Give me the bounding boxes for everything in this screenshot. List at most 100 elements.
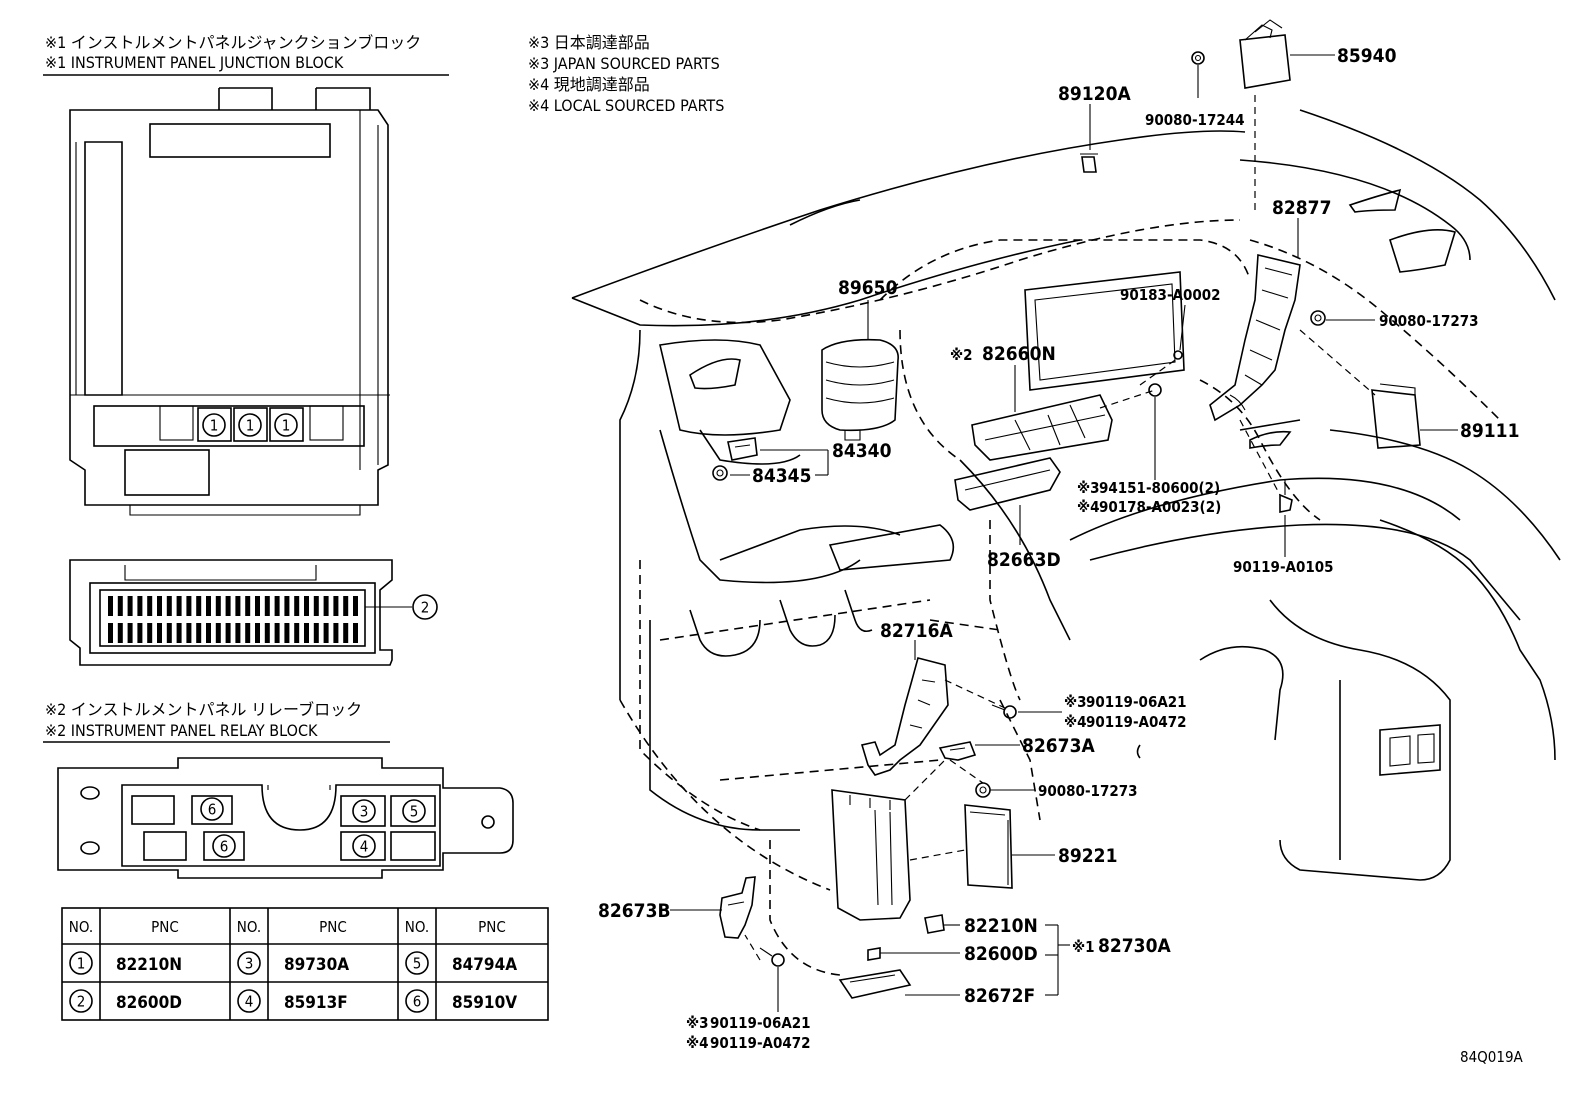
- label-82730A-mark: ※1: [1072, 938, 1095, 956]
- relay-block-title-en: ※2 INSTRUMENT PANEL RELAY BLOCK: [45, 721, 318, 740]
- label-85940: 85940: [1337, 45, 1397, 67]
- small-fasteners: [1148, 310, 1326, 513]
- junction-block-connector-view: 2: [69, 559, 438, 666]
- label-90080-17273-top: 90080-17273: [1379, 312, 1479, 330]
- part-89221-drawing: [964, 804, 1013, 889]
- table-pnc-cell: 84794A: [452, 955, 517, 975]
- table-header-pnc-3: PNC: [478, 918, 506, 936]
- connector-pin: [343, 596, 349, 616]
- connector-pin: [108, 623, 113, 643]
- connector-pin: [147, 596, 153, 616]
- note-japan-jp: ※3 日本調達部品: [528, 33, 650, 52]
- note-japan-en: ※3 JAPAN SOURCED PARTS: [528, 54, 720, 73]
- part-82663D-drawing: [954, 457, 1061, 511]
- label-82663D: 82663D: [987, 549, 1061, 571]
- part-82877-drawing: [1209, 254, 1301, 422]
- part-82673A-drawing: [938, 741, 977, 761]
- connector-pin: [294, 623, 300, 643]
- connector-pin: [353, 623, 358, 643]
- table-pnc-cell: 85913F: [284, 993, 348, 1013]
- table-pnc-cell: 82210N: [116, 955, 182, 975]
- connector-pin: [313, 623, 319, 643]
- connector-pin: [108, 596, 113, 616]
- part-82210N-drawing: [924, 914, 945, 934]
- label-82673B: 82673B: [598, 900, 671, 922]
- relay-marks: 6 6 3 5 4: [200, 797, 426, 858]
- connector-pin: [215, 623, 221, 643]
- label-90080-17273-bot: 90080-17273: [1038, 782, 1138, 800]
- connector-pin: [176, 596, 182, 616]
- connector-pin: [294, 596, 300, 616]
- table-no-cell: 2: [77, 993, 86, 1011]
- connector-pin: [245, 623, 251, 643]
- table-pnc-cell: 82600D: [116, 993, 182, 1013]
- connector-pin: [274, 623, 280, 643]
- connector-pin: [186, 623, 192, 643]
- label-89221: 89221: [1058, 845, 1117, 867]
- label-94151-mark: ※3: [1077, 479, 1100, 497]
- connector-pin: [264, 596, 270, 616]
- connector-pin: [225, 623, 231, 643]
- label-82600D: 82600D: [964, 943, 1038, 965]
- connector-pin: [137, 623, 143, 643]
- junction-block-title-jp: ※1 インストルメントパネルジャンクションブロック: [45, 33, 421, 52]
- table-header-pnc-2: PNC: [319, 918, 347, 936]
- connector-pins: [108, 596, 358, 643]
- label-90178-mark: ※4: [1077, 498, 1100, 516]
- connector-pin: [206, 623, 211, 643]
- relay-block-title-jp: ※2 インストルメントパネル リレーブロック: [45, 700, 362, 719]
- part-89111-drawing: [1371, 383, 1421, 449]
- label-82660N: 82660N: [982, 343, 1056, 365]
- bolt-90119-b-drawing: [759, 947, 785, 967]
- mark-6b: 6: [220, 838, 229, 856]
- table-header-pnc-1: PNC: [151, 918, 179, 936]
- relay-block-note: ※2 インストルメントパネル リレーブロック ※2 INSTRUMENT PAN…: [43, 700, 390, 743]
- label-82877: 82877: [1272, 197, 1331, 219]
- pnc-table: NO. PNC NO. PNC NO. PNC 1 82210N 3 89730…: [61, 907, 549, 1021]
- label-90178-A0023: 90178-A0023(2): [1099, 498, 1221, 516]
- note-local-jp: ※4 現地調達部品: [528, 75, 650, 94]
- connector-pin: [225, 596, 231, 616]
- connector-pin: [166, 623, 172, 643]
- note-local-en: ※4 LOCAL SOURCED PARTS: [528, 96, 724, 115]
- label-90119-06A21-b-mark: ※3: [686, 1014, 709, 1032]
- connector-pin: [343, 623, 349, 643]
- connector-pin: [333, 623, 339, 643]
- mark-2: 2: [421, 599, 430, 617]
- label-82672F: 82672F: [964, 985, 1035, 1007]
- connector-pin: [127, 623, 133, 643]
- part-82600D-drawing: [867, 947, 881, 961]
- label-90119-06A21-b: 90119-06A21: [710, 1014, 811, 1032]
- label-82716A: 82716A: [880, 620, 953, 642]
- connector-pin: [323, 596, 329, 616]
- label-82673A: 82673A: [1022, 735, 1095, 757]
- table-header-no-1: NO.: [69, 918, 93, 936]
- connector-pin: [157, 623, 162, 643]
- connector-pin: [137, 596, 143, 616]
- connector-pin: [304, 623, 309, 643]
- washer-90080-bot-drawing: [975, 782, 991, 798]
- table-no-cell: 4: [245, 993, 254, 1011]
- part-82660N-drawing: [971, 394, 1113, 461]
- label-82210N: 82210N: [964, 915, 1038, 937]
- mark-1b: 1: [246, 417, 255, 435]
- connector-pin: [255, 623, 260, 643]
- label-94151-80600: 94151-80600(2): [1099, 479, 1220, 497]
- table-header-no-2: NO.: [237, 918, 261, 936]
- connector-pin: [117, 596, 123, 616]
- part-82672F-drawing: [838, 969, 912, 999]
- label-82660N-mark: ※2: [950, 346, 973, 364]
- connector-pin: [304, 596, 309, 616]
- table-pnc-cell: 85910V: [452, 993, 517, 1013]
- part-labels: 85940 89120A 90080-17244 82877 89650 901…: [598, 45, 1519, 1052]
- connector-pin: [264, 623, 270, 643]
- dashboard-hidden-lines: [619, 219, 1501, 976]
- connector-pin: [117, 623, 123, 643]
- mark-5: 5: [410, 803, 419, 821]
- label-90080-17244: 90080-17244: [1145, 111, 1245, 129]
- connector-pin: [206, 596, 211, 616]
- figure-id: 84Q019A: [1460, 1048, 1524, 1066]
- connector-pin: [274, 596, 280, 616]
- table-no-cell: 6: [413, 993, 422, 1011]
